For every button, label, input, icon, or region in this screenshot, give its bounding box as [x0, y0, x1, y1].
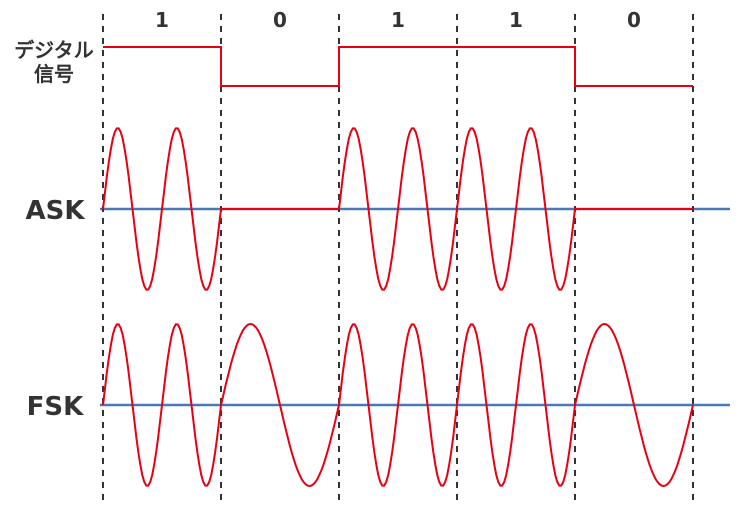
digital-signal-waveform: [103, 46, 693, 87]
fsk-label: FSK: [26, 392, 84, 422]
ask-label: ASK: [25, 196, 85, 226]
fsk-waveform: [102, 322, 694, 488]
ask-waveform: [102, 127, 693, 291]
digital-signal-label: デジタル 信号: [0, 38, 108, 86]
digital-signal-label-line1: デジタル: [14, 38, 94, 62]
bit-label: 1: [509, 8, 523, 32]
bit-label: 1: [391, 8, 405, 32]
bit-label: 0: [627, 8, 641, 32]
digital-signal-label-line2: 信号: [34, 62, 74, 86]
bit-label: 1: [155, 8, 169, 32]
bit-label: 0: [273, 8, 287, 32]
